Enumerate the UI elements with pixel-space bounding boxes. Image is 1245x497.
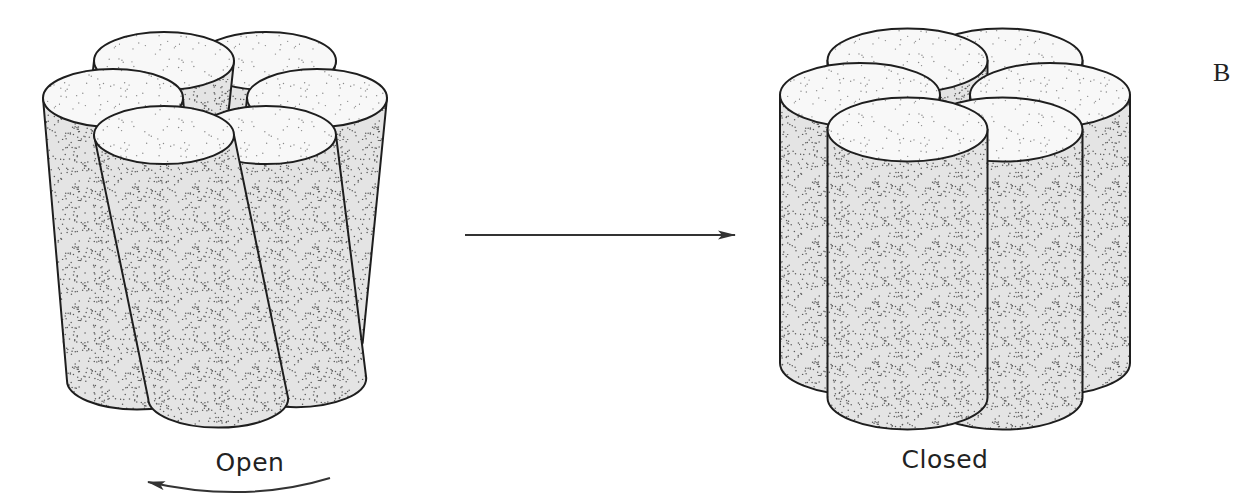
cylinder-body (828, 130, 988, 430)
state-label: Open (216, 448, 285, 477)
cylinder-top (94, 106, 234, 164)
cylinder-subunit (828, 98, 988, 430)
state-label: Closed (902, 445, 989, 474)
cylinder-body (94, 135, 288, 428)
channel-state: Closed (740, 15, 1180, 485)
channel-illustration (740, 15, 1180, 485)
cylinder-subunit (94, 106, 288, 428)
channel-state: Open (0, 20, 460, 490)
transition-arrow (465, 234, 735, 236)
cylinder-top (828, 98, 988, 162)
channel-illustration (0, 20, 460, 490)
panel-letter: B (1213, 58, 1230, 88)
rotation-arrow (148, 478, 330, 492)
